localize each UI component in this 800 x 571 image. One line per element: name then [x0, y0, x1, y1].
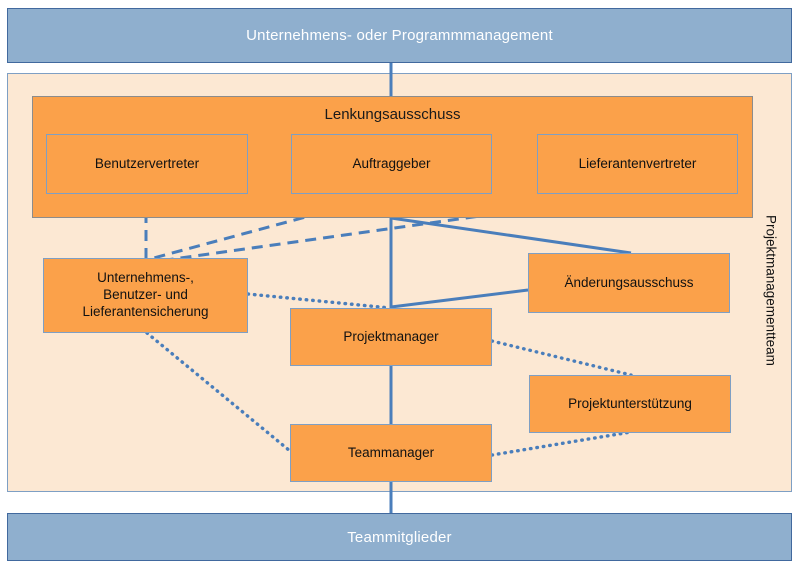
box-projektunterstuetzung-label: Projektunterstützung: [568, 395, 692, 411]
box-auftraggeber[interactable]: Auftraggeber: [291, 134, 492, 194]
box-lieferantenvertreter[interactable]: Lieferantenvertreter: [537, 134, 738, 194]
band-top: Unternehmens- oder Programmmanagement: [7, 8, 792, 63]
connector-junction-to-aenderungsausschuss-lower: [390, 288, 529, 309]
box-projektunterstuetzung[interactable]: Projektunterstützung: [529, 375, 731, 433]
box-sicherung[interactable]: Unternehmens-, Benutzer- und Lieferanten…: [43, 258, 248, 333]
side-label-projektmanagementteam: Projektmanagementteam: [760, 175, 782, 405]
connector-sicherung-to-projektmanager: [246, 292, 392, 310]
box-sicherung-label: Unternehmens-, Benutzer- und Lieferanten…: [82, 270, 209, 319]
band-bottom-label: Teammitglieder: [347, 528, 452, 546]
connector-junction-to-aenderungsausschuss-upper: [390, 216, 632, 255]
band-bottom: Teammitglieder: [7, 513, 792, 561]
connector-projektmanager-to-projektunterstuetzung: [490, 339, 633, 377]
box-projektmanager-label: Projektmanager: [343, 328, 439, 344]
box-aenderungsausschuss-label: Änderungsausschuss: [564, 274, 694, 290]
box-benutzervertreter-label: Benutzervertreter: [94, 155, 200, 171]
box-teammanager[interactable]: Teammanager: [290, 424, 492, 482]
box-lieferantenvertreter-label: Lieferantenvertreter: [578, 155, 697, 171]
side-label-text: Projektmanagementteam: [763, 214, 779, 366]
box-auftraggeber-label: Auftraggeber: [352, 155, 431, 171]
band-top-label: Unternehmens- oder Programmmanagement: [246, 27, 553, 44]
connector-sicherung-to-teammanager: [145, 331, 292, 453]
box-teammanager-label: Teammanager: [347, 444, 435, 460]
box-aenderungsausschuss[interactable]: Änderungsausschuss: [528, 253, 730, 313]
group-lenkungsausschuss-title: Lenkungsausschuss: [324, 106, 461, 123]
box-projektmanager[interactable]: Projektmanager: [290, 308, 492, 366]
box-benutzervertreter[interactable]: Benutzervertreter: [46, 134, 248, 194]
connector-teammanager-to-projektunterstuetzung: [490, 430, 633, 457]
